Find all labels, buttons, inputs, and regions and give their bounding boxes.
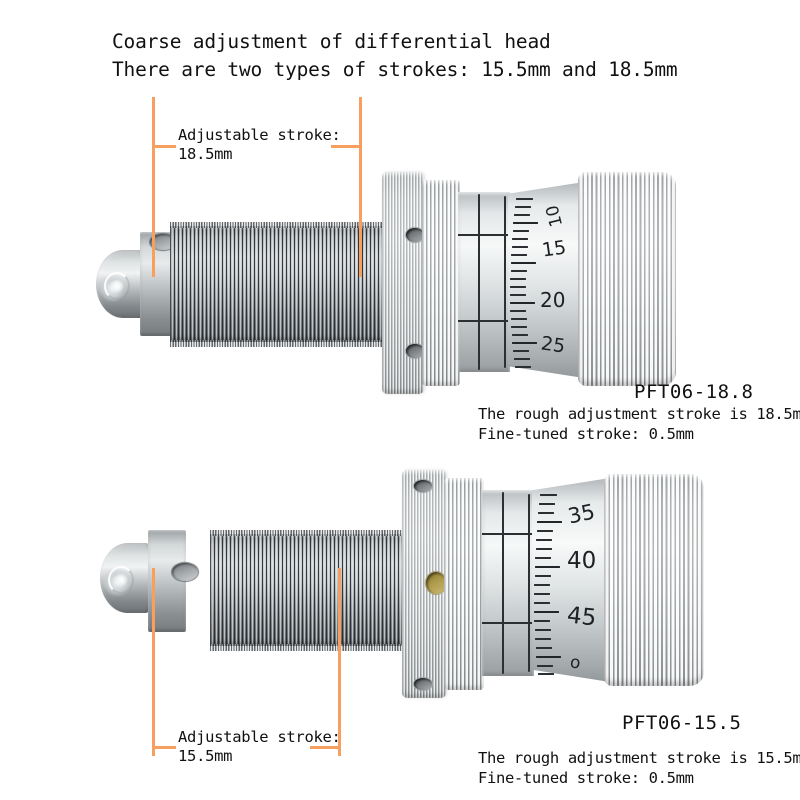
shoulder-pin-slot-lower <box>172 563 198 581</box>
bracket-left-dash-lower <box>152 746 176 749</box>
description-line-1-lower: The rough adjustment stroke is 15.5mm <box>478 749 800 767</box>
sleeve-division-line-2-lower <box>528 494 530 672</box>
dial-number-lower-1: 40 <box>567 548 597 574</box>
annotation-lower: Adjustable stroke: 15.5mm <box>178 728 341 766</box>
flange-hole-bottom-upper <box>406 344 424 358</box>
barrel-sleeve-upper <box>458 192 510 372</box>
sleeve-index-line-top-lower <box>482 533 538 536</box>
barrel-thread-crest-bottom-lower <box>210 644 410 651</box>
heading-line-2: There are two types of strokes: 15.5mm a… <box>112 58 678 81</box>
sleeve-index-line-bottom-upper <box>458 320 514 323</box>
model-label-lower: PFT06-15.5 <box>622 712 742 734</box>
heading-line-1: Coarse adjustment of differential head <box>112 30 551 53</box>
description-line-1-upper: The rough adjustment stroke is 18.5mm <box>478 405 800 423</box>
dial-number-lower-2: 45 <box>565 602 598 632</box>
bracket-left-line-lower <box>152 568 155 756</box>
plunger-tip-ring-lower <box>108 566 134 594</box>
sleeve-index-line-bottom-lower <box>482 622 538 625</box>
plunger-tip-ring-upper <box>104 272 130 300</box>
dial-scale-upper: 10 15 20 25 <box>508 182 584 378</box>
knurled-lock-ring-upper[interactable] <box>422 180 460 386</box>
sleeve-division-line-1-upper <box>478 194 480 370</box>
knurled-lock-ring-lower[interactable] <box>444 478 484 690</box>
threaded-barrel-lower <box>210 534 410 646</box>
sleeve-index-line-top-upper <box>458 234 514 237</box>
shoulder-pin-slot-upper <box>150 234 176 250</box>
bracket-right-dash-upper <box>331 145 361 148</box>
dial-scale-lower: 35 40 45 o <box>532 478 610 682</box>
sleeve-division-line-1-lower <box>502 492 504 674</box>
thimble-knurled-cap-upper[interactable] <box>578 172 676 386</box>
bracket-left-line-upper <box>152 97 155 277</box>
bracket-right-dash-lower <box>310 746 340 749</box>
micrometer-head-upper: 10 15 20 25 <box>96 172 676 394</box>
dial-number-lower-3: o <box>568 652 583 674</box>
description-lower: The rough adjustment stroke is 15.5mm Fi… <box>478 748 800 788</box>
plunger-tip-highlight-upper <box>110 279 124 293</box>
dial-number-lower-0: 35 <box>565 499 597 529</box>
barrel-thread-crest-top-upper <box>170 222 385 228</box>
flange-hole-top-upper <box>406 228 424 242</box>
dial-number-upper-2: 20 <box>540 288 566 312</box>
model-label-upper: PFT06-18.8 <box>634 381 754 403</box>
annotation-label-upper: Adjustable stroke: <box>178 126 341 144</box>
barrel-sleeve-lower <box>482 490 534 676</box>
plunger-tip-highlight-lower <box>114 573 128 587</box>
annotation-value-lower: 15.5mm <box>178 746 233 765</box>
sleeve-division-line-2-upper <box>504 196 506 368</box>
threaded-barrel-upper <box>170 226 385 342</box>
annotation-upper: Adjustable stroke: 18.5mm <box>178 126 341 164</box>
barrel-thread-crest-bottom-upper <box>170 340 385 347</box>
annotation-label-lower: Adjustable stroke: <box>178 728 341 746</box>
annotation-value-upper: 18.5mm <box>178 144 233 163</box>
flange-set-screw-lower[interactable] <box>426 572 446 594</box>
flange-hole-top-lower <box>414 480 432 492</box>
bracket-left-dash-upper <box>152 145 176 148</box>
description-upper: The rough adjustment stroke is 18.5mm Fi… <box>478 404 800 444</box>
barrel-thread-crest-top-lower <box>210 530 410 536</box>
description-line-2-upper: Fine-tuned stroke: 0.5mm <box>478 425 694 444</box>
description-line-2-lower: Fine-tuned stroke: 0.5mm <box>478 769 694 788</box>
flange-hole-bottom-lower <box>414 678 432 690</box>
bracket-right-line-lower <box>338 568 341 756</box>
bracket-right-line-upper <box>359 97 362 277</box>
thimble-knurled-cap-lower[interactable] <box>604 474 704 686</box>
